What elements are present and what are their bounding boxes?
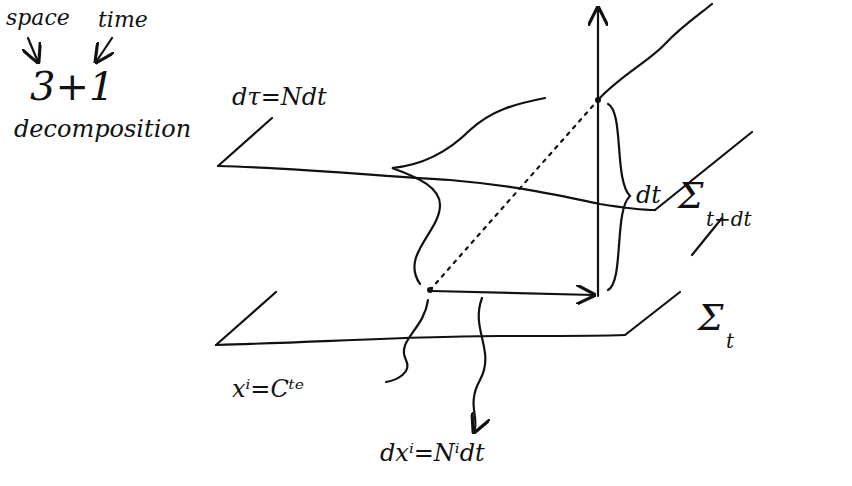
interval-label: dt	[636, 182, 661, 208]
coordinate-formula: xⁱ=Cᵗᵉ	[232, 376, 304, 402]
shift-vector	[432, 291, 594, 295]
shift-formula: dxⁱ=Nⁱdt	[380, 440, 485, 466]
proper-time-formula: dτ=Ndt	[232, 84, 327, 110]
normal-vector	[597, 8, 599, 296]
event-point	[595, 97, 601, 103]
leader-line	[474, 298, 486, 432]
worldline	[598, 4, 712, 100]
hypersurface-edge	[655, 132, 752, 210]
pointer-arrow	[96, 38, 112, 62]
axis-word: time	[98, 8, 148, 32]
hypersurface-edge	[216, 335, 625, 345]
worldline-dotted	[430, 100, 598, 290]
hypersurface-edge	[216, 292, 276, 345]
hypersurface-edge	[218, 118, 272, 166]
surface-subscript: t	[726, 330, 734, 352]
brace	[392, 98, 545, 284]
surface-subscript: t+dt	[706, 208, 752, 230]
title-word: decomposition	[14, 116, 191, 142]
pointer-arrow	[28, 38, 38, 62]
title-formula: 3+1	[30, 64, 114, 108]
event-point	[427, 287, 433, 293]
surface-symbol: Σ	[698, 298, 723, 338]
leader-line	[386, 300, 428, 382]
hypersurface-edge	[625, 292, 680, 335]
surface-symbol: Σ	[678, 176, 703, 216]
brace	[608, 104, 630, 290]
hypersurface-edge	[218, 166, 655, 210]
axis-word: space	[6, 6, 70, 30]
